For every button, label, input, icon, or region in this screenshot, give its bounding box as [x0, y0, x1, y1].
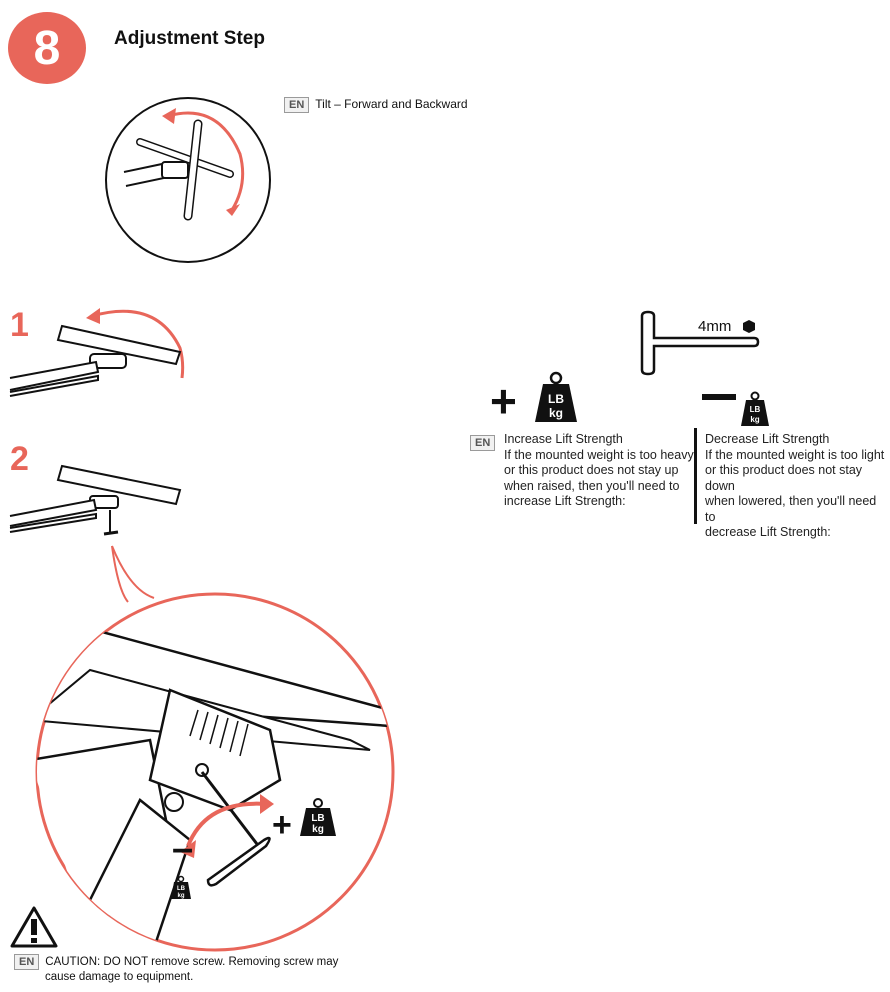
- caution-line-1: CAUTION: DO NOT remove screw. Removing s…: [45, 956, 339, 969]
- svg-text:kg: kg: [177, 893, 184, 899]
- detail-plus-symbol: +: [272, 806, 292, 844]
- decrease-minus-symbol: [702, 394, 736, 400]
- language-tag: EN: [470, 434, 496, 451]
- tilt-caption: EN Tilt – Forward and Backward: [284, 97, 468, 113]
- decrease-line-4: decrease Lift Strength:: [705, 525, 831, 539]
- column-divider: [694, 428, 697, 524]
- svg-text:kg: kg: [549, 406, 563, 420]
- decrease-line-3: when lowered, then you'll need to: [705, 494, 877, 524]
- step-2-number: 2: [10, 440, 29, 478]
- detail-weight-large-icon: LB kg: [300, 798, 336, 836]
- increase-line-2: or this product does not stay up: [504, 463, 679, 477]
- increase-line-3: when raised, then you'll need to: [504, 478, 680, 493]
- caution-line-2: cause damage to equipment.: [45, 971, 194, 984]
- warning-triangle-icon: [10, 906, 58, 948]
- detail-minus-symbol: –: [172, 828, 194, 870]
- step-1-illustration: [9, 308, 185, 397]
- weight-label-kg: kg: [312, 824, 324, 835]
- increase-weight-icon: LB kg: [535, 371, 577, 422]
- detail-weight-small-icon: LB kg: [171, 875, 191, 899]
- caution-note: EN CAUTION: DO NOT remove screw. Removing…: [14, 954, 338, 985]
- language-tag: EN: [284, 97, 310, 113]
- decrease-weight-icon: LB kg: [741, 391, 769, 426]
- tool-size-label: 4mm: [698, 318, 732, 335]
- svg-text:LB: LB: [177, 886, 186, 892]
- tilt-illustration: [105, 97, 271, 263]
- step-2-illustration: [9, 464, 182, 536]
- step-1-number: 1: [10, 306, 29, 344]
- hex-key-icon: [640, 310, 760, 376]
- decrease-description: Decrease Lift Strength If the mounted we…: [705, 432, 890, 541]
- svg-text:LB: LB: [750, 405, 761, 414]
- increase-plus-symbol: +: [490, 375, 517, 427]
- page-title: Adjustment Step: [114, 28, 265, 49]
- svg-text:kg: kg: [750, 415, 759, 424]
- increase-language-tag-wrap: EN: [470, 434, 501, 452]
- tilt-label: Tilt – Forward and Backward: [315, 97, 468, 112]
- decrease-title: Decrease Lift Strength: [705, 432, 830, 446]
- weight-label-lb: LB: [311, 813, 324, 824]
- increase-line-1: If the mounted weight is too heavy: [504, 447, 694, 462]
- increase-description: Increase Lift Strength If the mounted we…: [504, 432, 694, 510]
- decrease-line-2: or this product does not stay down: [705, 463, 863, 493]
- language-tag: EN: [14, 954, 40, 970]
- decrease-line-1: If the mounted weight is too light: [705, 447, 885, 462]
- detail-illustration: [35, 545, 395, 952]
- svg-text:LB: LB: [548, 392, 564, 406]
- increase-line-4: increase Lift Strength:: [504, 494, 626, 508]
- step-number-badge: 8: [8, 12, 86, 84]
- increase-title: Increase Lift Strength: [504, 432, 623, 446]
